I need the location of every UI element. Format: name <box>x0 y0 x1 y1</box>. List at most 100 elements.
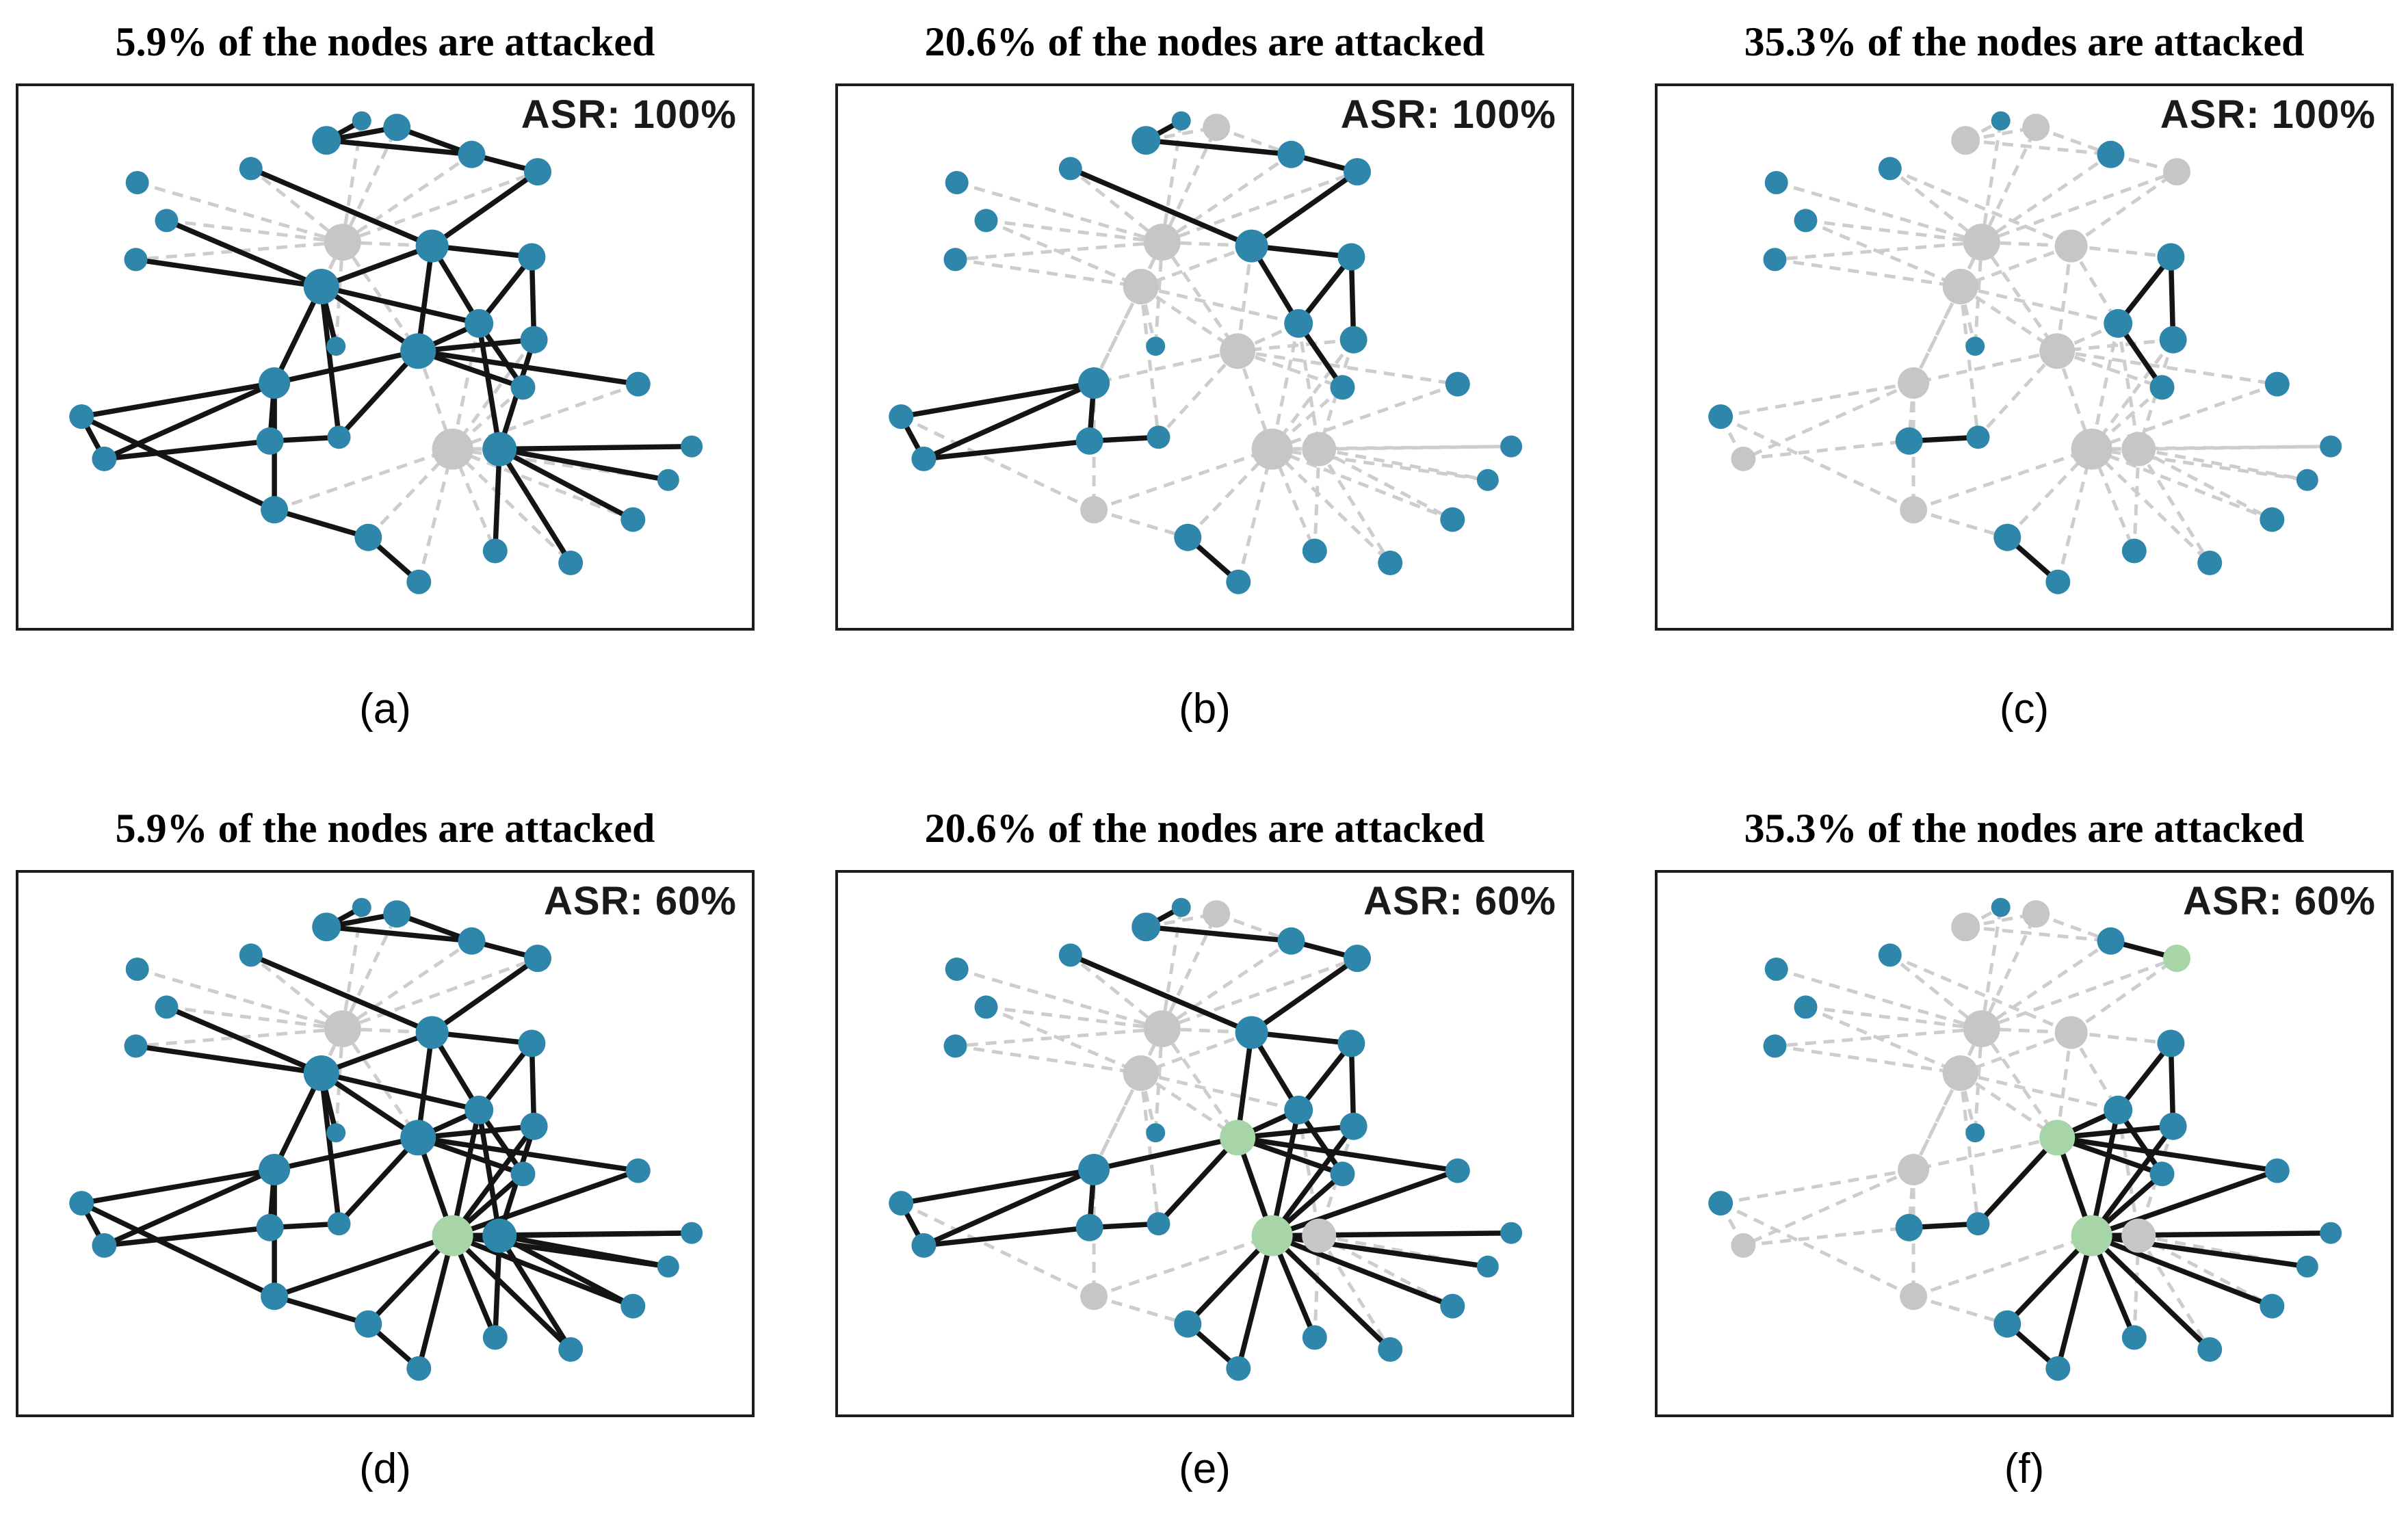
normal-edge-S-U <box>922 380 1095 462</box>
normal-node-Y <box>1174 1310 1202 1338</box>
attacked-edge-P-S <box>1913 349 2058 385</box>
normal-edge-N8-H2 <box>135 256 322 289</box>
normal-node-AF <box>1500 1222 1523 1244</box>
normal-node-X <box>261 1282 289 1310</box>
attacked-edge-GR1-N8 <box>135 1027 343 1048</box>
attacked-edge-X-Y <box>1913 508 2008 540</box>
normal-node-D <box>458 927 486 955</box>
asr-badge-f: ASR: 60% <box>2183 879 2376 923</box>
attacked-node-GR1 <box>324 1010 361 1048</box>
attacked-node-AA <box>1302 1218 1337 1253</box>
attacked-edge-GR1-N7 <box>166 218 343 244</box>
attacked-edge-K-H2 <box>1959 1031 2072 1075</box>
figure-row-bottom: 5.9% of the nodes are attacked ASR: 60% … <box>16 787 2408 1515</box>
normal-edge-K-H2 <box>320 1030 433 1076</box>
attacked-edge-S-T <box>1720 381 1914 419</box>
normal-node-D <box>458 140 486 168</box>
attacked-edge-H2-W <box>1139 286 1160 438</box>
attacked-edge-GR1-P <box>1160 241 1240 352</box>
normal-edge-N-GR2 <box>1270 1124 1356 1237</box>
attacked-edge-GR1-N7 <box>1805 218 1982 244</box>
normal-node-L <box>2157 1029 2185 1057</box>
normal-node-N <box>2159 1112 2187 1140</box>
normal-edge-P-R <box>417 1135 639 1174</box>
normal-node-N5 <box>1764 958 1788 981</box>
normal-edge-Z-GR2 <box>416 1235 456 1369</box>
panel-caption-a: (a) <box>359 685 411 733</box>
attacked-edge-M-AA <box>2116 323 2141 450</box>
attacked-edge-A-D <box>1965 925 2111 943</box>
normal-edge-H2-M <box>320 284 480 326</box>
normal-node-AD <box>2260 507 2285 532</box>
attacked-edge-H2-P <box>1959 1071 2058 1139</box>
attacked-edge-GR1-E <box>1980 956 2177 1031</box>
attacked-node-GR2 <box>432 428 473 470</box>
normal-node-AB <box>482 538 508 564</box>
attacked-edge-X-GR2 <box>1913 447 2093 512</box>
attacked-edge-A-D <box>1965 138 2111 157</box>
normal-node-N8 <box>1763 248 1787 272</box>
normal-edge-AA-AD <box>498 1233 635 1308</box>
normal-edge-A-D <box>326 137 472 157</box>
normal-node-E <box>524 945 551 973</box>
normal-edge-N6-K <box>250 952 434 1036</box>
normal-node-O <box>326 1123 346 1143</box>
figure-cell-b: 20.6% of the nodes are attacked ASR: 100… <box>835 0 1574 787</box>
attacked-edge-K-L <box>2071 1031 2171 1045</box>
normal-node-AC <box>558 551 584 575</box>
attacked-edges-layer <box>1718 119 2331 583</box>
normal-edge-S-T <box>900 1167 1095 1206</box>
attacked-edge-GR1-N7 <box>986 218 1163 244</box>
normal-node-N8 <box>943 248 967 272</box>
normal-edge-H2-P <box>319 1070 420 1140</box>
attacked-edge-N-P <box>2056 338 2173 353</box>
normal-node-E <box>524 158 551 186</box>
normal-edge-R-GR2 <box>2091 1168 2279 1239</box>
normal-edge-A-D <box>326 924 472 944</box>
panel-caption-f: (f) <box>2004 1445 2045 1492</box>
normal-edge-N-GR2 <box>2089 1124 2175 1237</box>
attacked-node-GR1 <box>1963 1010 2000 1048</box>
normal-edge-H2-S <box>272 285 324 384</box>
normal-node-E <box>1344 945 1371 973</box>
normal-node-N <box>520 326 548 354</box>
attacked-edge-H2-P <box>1140 1071 1239 1139</box>
panel-title-a: 5.9% of the nodes are attacked <box>115 18 655 64</box>
attacked-edge-K-L <box>2071 244 2171 259</box>
attacked-edge-GR1-C <box>1160 913 1218 1030</box>
attacked-edge-K-M <box>2069 1031 2120 1111</box>
normal-edge-L-N <box>529 1043 537 1127</box>
attacked-edge-N7-H2 <box>985 219 1142 289</box>
normal-node-N8 <box>124 248 148 272</box>
normal-node-AD <box>1440 1293 1465 1319</box>
normal-node-Y <box>1174 523 1202 551</box>
attacked-edge-AA-AD <box>1318 447 1454 521</box>
attacked-edge-GR2-AD <box>1271 447 1454 521</box>
attacked-edge-K-H2 <box>1959 244 2072 289</box>
attacked-edge-H2-W <box>1139 1072 1160 1224</box>
normal-node-B <box>1991 897 2011 917</box>
normal-node-M <box>1284 308 1313 338</box>
normal-node-D <box>2097 140 2125 168</box>
attacked-edge-N-GR2 <box>1270 339 1355 451</box>
normal-node-S <box>1078 1154 1110 1185</box>
network-graph-b <box>889 111 1523 594</box>
target-node-GR2 <box>2071 1215 2112 1256</box>
normal-node-D <box>1277 140 1305 168</box>
normal-node-Q <box>1330 375 1355 400</box>
attacked-edge-Z-GR2 <box>2056 448 2094 583</box>
normal-node-C <box>383 900 411 928</box>
normal-edge-L-N <box>1348 256 1357 340</box>
normal-node-Q <box>2149 1161 2175 1187</box>
attacked-node-X <box>1080 496 1108 524</box>
target-node-E <box>2163 945 2190 973</box>
normal-node-Y <box>354 523 382 551</box>
attacked-edge-H2-M <box>1140 1071 1299 1112</box>
normal-edge-N-GR2 <box>450 1124 536 1237</box>
attacked-edge-U-V <box>1743 1226 1909 1248</box>
normal-node-N <box>2159 326 2187 354</box>
normal-node-R <box>1445 371 1470 397</box>
normal-node-U <box>911 446 937 471</box>
normal-node-H2 <box>303 1055 339 1091</box>
panel-title-c: 35.3% of the nodes are attacked <box>1744 18 2305 64</box>
